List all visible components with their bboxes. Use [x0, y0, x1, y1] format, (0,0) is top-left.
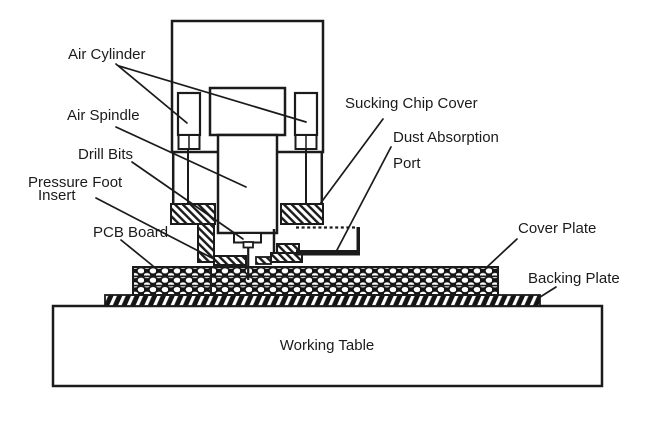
spindle-chuck-neck — [242, 241, 254, 249]
label-pressure-foot: Pressure Foot — [28, 174, 123, 191]
label-dust-absorption: Dust Absorption — [393, 129, 499, 146]
dust-duct-right-wall — [356, 227, 360, 255]
air-spindle-body — [216, 133, 279, 235]
label-dust-absorption-port: Port — [393, 155, 421, 172]
spindle-chuck — [233, 232, 262, 244]
pressure-foot-insert-right — [255, 256, 272, 265]
pressure-foot-arm — [197, 223, 215, 263]
label-drill-bits: Drill Bits — [78, 146, 133, 163]
leader-pressure-foot-insert — [95, 197, 213, 259]
leader-drill-bits — [131, 161, 244, 240]
label-pcb-board: PCB Board — [93, 224, 168, 241]
label-backing-plate: Backing Plate — [528, 270, 620, 287]
working-table — [51, 304, 604, 388]
chip-cover-foot-block — [276, 243, 300, 254]
label-air-spindle: Air Spindle — [67, 107, 140, 124]
air-cylinder-right — [293, 91, 319, 137]
label-sucking-chip-cover: Sucking Chip Cover — [345, 95, 478, 112]
pressure-foot-flange-right — [280, 203, 324, 225]
pcb-stack — [132, 266, 499, 296]
leader-cover-plate — [486, 238, 518, 268]
backing-plate — [104, 294, 541, 307]
label-working-table: Working Table — [280, 337, 375, 354]
air-cylinder-left — [176, 91, 202, 137]
leader-backing-plate — [536, 286, 557, 300]
label-pressure-foot-insert: Insert — [38, 187, 76, 204]
label-cover-plate: Cover Plate — [518, 220, 596, 237]
leader-sucking-chip-cover — [319, 118, 384, 205]
dust-duct-bottom — [296, 250, 360, 256]
leader-air-spindle — [115, 126, 247, 188]
label-air-cylinder: Air Cylinder — [68, 46, 146, 63]
leader-air-cylinder-right — [118, 65, 307, 123]
leader-dust-absorption-port — [336, 146, 392, 251]
pressure-foot-insert-left — [213, 255, 247, 266]
leader-pcb-board — [120, 239, 154, 267]
leader-air-cylinder-left — [115, 63, 188, 124]
